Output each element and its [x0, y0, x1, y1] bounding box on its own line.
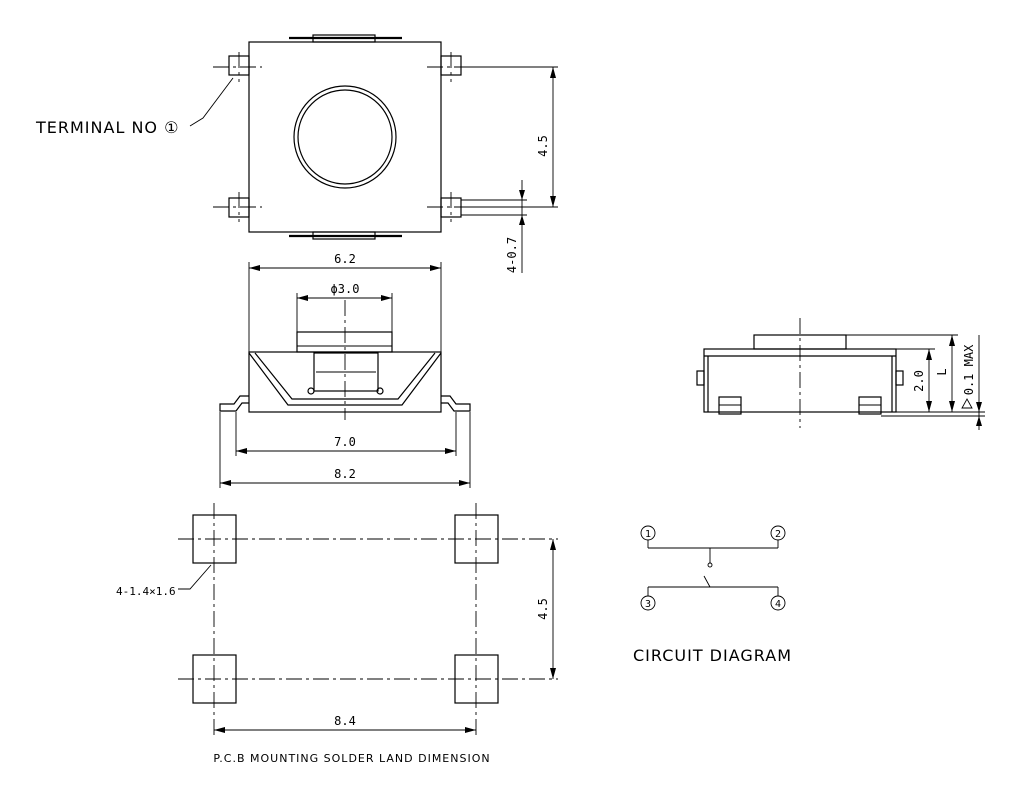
circuit-terminal-4: 4	[775, 599, 781, 610]
circuit-terminal-1: 1	[645, 529, 651, 540]
circuit-terminal-3: 3	[645, 599, 651, 610]
dim-land-pitch-v: 4.5	[536, 598, 550, 620]
dim-body-width: 6.2	[334, 252, 356, 266]
terminal-no-label: TERMINAL NO ①	[35, 118, 179, 137]
dim-actuator-dia: ϕ3.0	[331, 282, 360, 296]
circuit-diagram	[640, 525, 786, 611]
dim-span-outer: 8.2	[334, 467, 356, 481]
dim-land-pitch-h: 8.4	[334, 714, 356, 728]
dim-side-height: 2.0	[912, 370, 926, 392]
dim-span-inner: 7.0	[334, 435, 356, 449]
dim-top-pitch: 4.5	[536, 135, 550, 157]
side-view	[696, 318, 985, 430]
top-view	[189, 34, 558, 273]
land-size-label: 4-1.4×1.6	[116, 585, 176, 598]
dim-terminal-width: 4-0.7	[505, 237, 519, 273]
pcb-land-title: P.C.B MOUNTING SOLDER LAND DIMENSION	[213, 752, 490, 765]
front-view	[219, 262, 471, 488]
dim-tolerance: 0.1 MAX	[962, 344, 976, 395]
circuit-terminal-2: 2	[775, 529, 781, 540]
dim-side-length: L	[935, 368, 949, 375]
circuit-diagram-title: CIRCUIT DIAGRAM	[633, 646, 792, 665]
pcb-land-pattern	[178, 503, 558, 735]
